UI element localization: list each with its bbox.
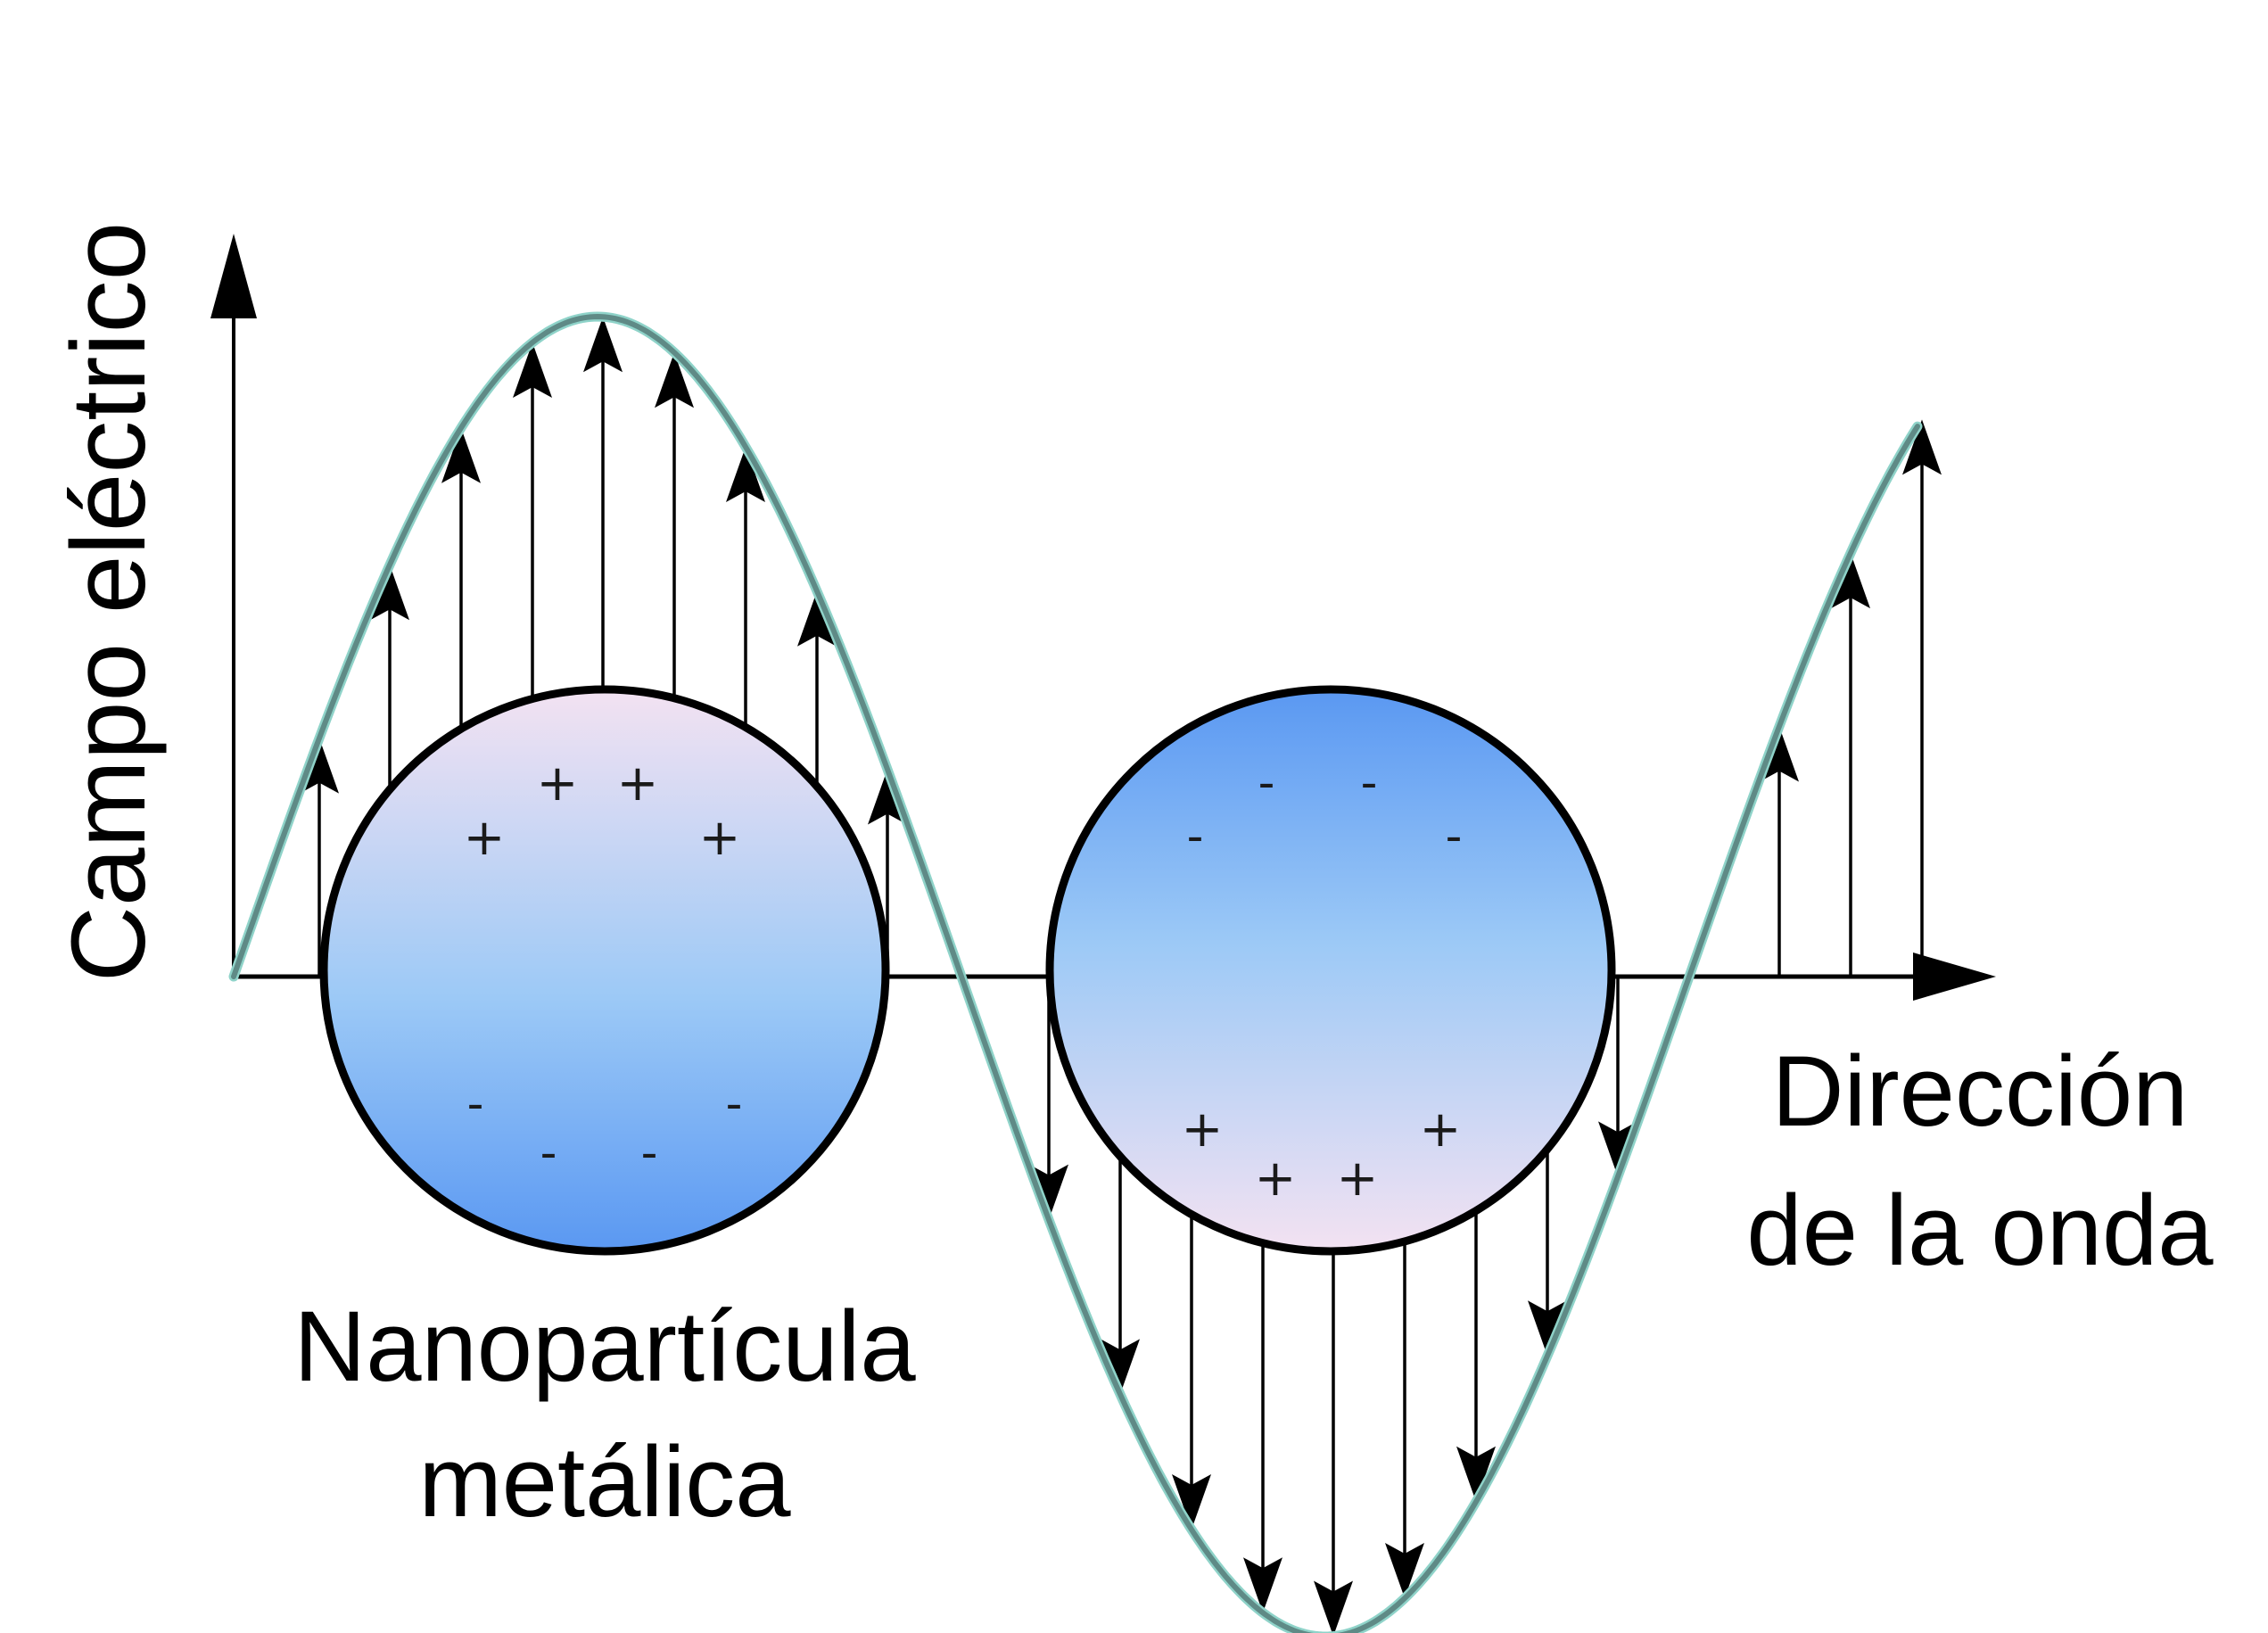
field-arrow-down-icon [1385,1542,1424,1598]
field-arrow-up-icon [370,565,409,621]
field-arrow-up-icon [655,352,694,408]
x-axis-label-line2: de la onda [1746,1175,2214,1286]
field-arrow-down-icon [1172,1473,1211,1530]
y-axis [210,234,257,977]
field-arrow-up-icon [797,590,837,647]
field-arrow-down-icon [1243,1557,1282,1613]
field-arrow-up-icon [726,447,765,503]
positive-charges-right: + + + + [1182,1101,1462,1208]
positive-charges-left: + + + + [464,755,741,867]
charge-minus: - [1258,756,1275,810]
particle-label-line2: metálica [418,1426,791,1538]
charge-plus: + [617,755,659,812]
field-arrow-down-icon [1456,1446,1496,1502]
electric-field-wave [228,311,1923,1633]
field-arrow-down-icon [1528,1300,1567,1357]
charge-minus: - [467,1077,484,1131]
field-arrow-up-icon [583,317,623,373]
nanoparticle-left: + + + + - - - - [319,685,890,1256]
x-axis-label-line1: Dirección [1772,1035,2189,1147]
charge-minus: - [1446,810,1463,863]
charge-minus: - [540,1126,557,1180]
field-arrow-up-icon [1902,419,1942,475]
field-arrow-up-icon [1831,553,1870,609]
field-arrow-down-icon [1314,1580,1353,1633]
negative-charges-left: - - - - [467,1077,743,1180]
y-axis-label: Campo eléctrico [50,222,168,983]
field-arrow-down-icon [1598,1121,1637,1177]
negative-charges-right: - - - - [1187,756,1463,863]
field-arrow-up-icon [441,427,481,483]
particle-label-line1: Nanopartícula [293,1291,916,1402]
charge-plus: + [1255,1150,1297,1208]
charge-minus: - [1361,756,1378,810]
field-arrow-down-icon [1101,1339,1140,1395]
field-arrow-up-icon [868,769,907,825]
charge-plus: + [699,809,741,867]
field-arrow-down-icon [1029,1164,1068,1220]
charge-plus: + [537,755,579,812]
charge-plus: + [1420,1101,1462,1159]
charge-plus: + [1337,1150,1379,1208]
field-arrow-up-icon [513,342,552,399]
charge-minus: - [726,1077,743,1131]
nanoparticle-right: - - - - + + + + [1045,685,1616,1256]
charge-plus: + [1182,1101,1224,1159]
field-arrow-up-icon [300,738,339,794]
charge-plus: + [464,809,506,867]
charge-minus: - [641,1126,658,1180]
field-arrow-up-icon [1760,726,1799,782]
charge-minus: - [1187,810,1204,863]
